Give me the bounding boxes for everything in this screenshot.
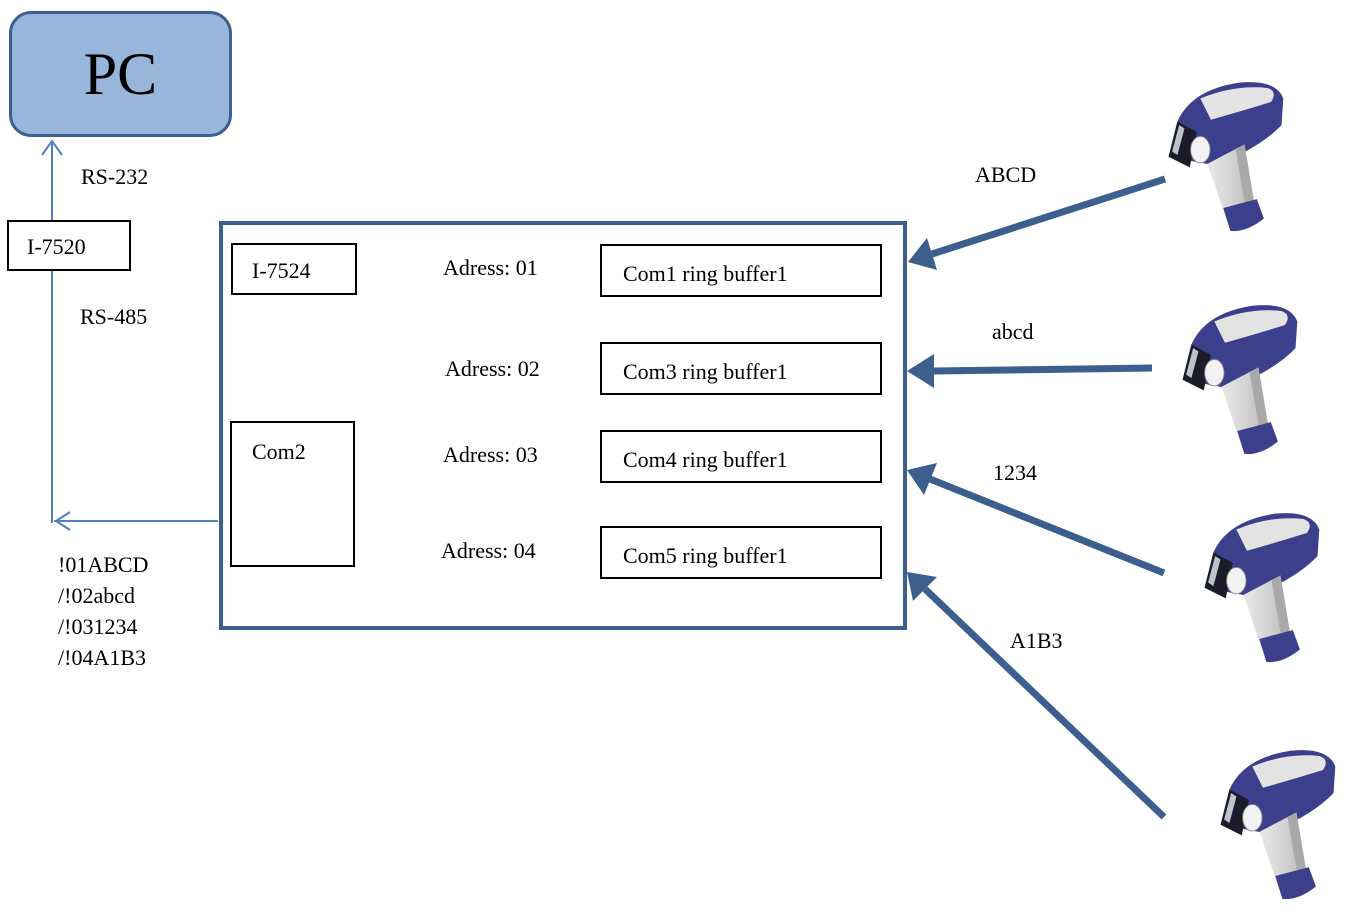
command-line: /!02abcd bbox=[58, 583, 135, 608]
barcode-scanner-icon bbox=[1168, 81, 1284, 232]
scanner-data-label: ABCD bbox=[975, 162, 1037, 187]
scanner-data-label: A1B3 bbox=[1010, 628, 1063, 653]
module-frame bbox=[219, 221, 907, 630]
scanner-data-label: abcd bbox=[992, 319, 1034, 344]
barcode-scanner-icon bbox=[1204, 512, 1320, 663]
pc-box: PC bbox=[9, 11, 232, 137]
scanner-data-label: 1234 bbox=[993, 460, 1037, 485]
ring-buffer-label: Com3 ring buffer1 bbox=[623, 359, 788, 384]
converter-box: I-7520 bbox=[7, 220, 131, 271]
address-label: Adress: 01 bbox=[443, 255, 538, 280]
module-label: I-7524 bbox=[252, 258, 311, 283]
ring-buffer-label: Com5 ring buffer1 bbox=[623, 543, 788, 568]
ring-buffer-box: Com5 ring buffer1 bbox=[600, 526, 882, 579]
ring-buffer-box: Com4 ring buffer1 bbox=[600, 430, 882, 483]
module-label-box: I-7524 bbox=[231, 243, 357, 295]
command-line: /!04A1B3 bbox=[58, 645, 146, 670]
address-label: Adress: 04 bbox=[441, 538, 536, 563]
ring-buffer-label: Com1 ring buffer1 bbox=[623, 261, 788, 286]
com2-label: Com2 bbox=[252, 439, 306, 464]
rs485-label: RS-485 bbox=[80, 304, 148, 329]
command-line: !01ABCD bbox=[58, 552, 149, 577]
ring-buffer-box: Com1 ring buffer1 bbox=[600, 244, 882, 297]
ring-buffer-label: Com4 ring buffer1 bbox=[623, 447, 788, 472]
ring-buffer-box: Com3 ring buffer1 bbox=[600, 342, 882, 395]
pc-title: PC bbox=[83, 41, 158, 107]
barcode-scanner-icon bbox=[1220, 749, 1336, 900]
barcode-scanner-icon bbox=[1182, 304, 1298, 455]
com2-box: Com2 bbox=[230, 421, 355, 567]
address-label: Adress: 03 bbox=[443, 442, 538, 467]
converter-label: I-7520 bbox=[27, 234, 86, 259]
address-label: Adress: 02 bbox=[445, 356, 540, 381]
rs232-label: RS-232 bbox=[81, 164, 149, 189]
command-line: /!031234 bbox=[58, 614, 138, 639]
